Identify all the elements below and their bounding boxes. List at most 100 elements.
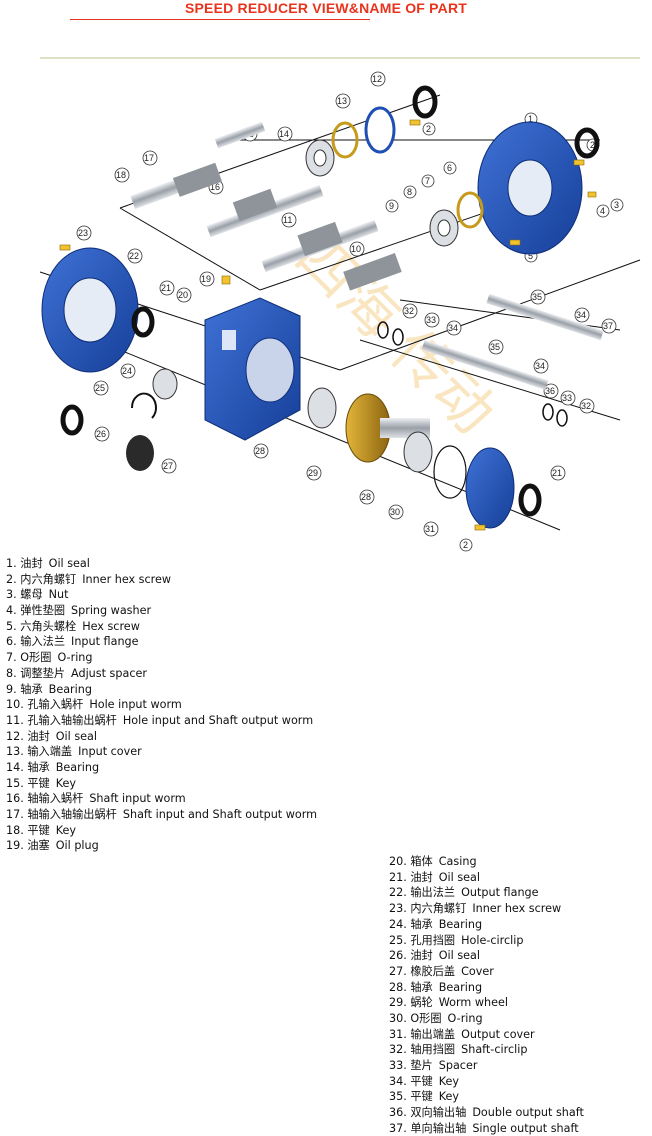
callout-32a: 32 <box>402 303 418 319</box>
callout-27: 27 <box>161 458 177 474</box>
legend-number: 1. <box>6 557 17 570</box>
callout-13: 13 <box>335 93 351 109</box>
legend-chinese-name: 油封 <box>20 557 43 570</box>
legend-english-name: Hole input and Shaft output worm <box>122 713 314 727</box>
legend-english-name: Input flange <box>71 635 139 649</box>
svg-text:13: 13 <box>337 96 347 106</box>
legend-number: 22. <box>389 886 407 900</box>
svg-text:18: 18 <box>116 170 126 180</box>
svg-text:21: 21 <box>161 283 171 293</box>
callout-32b: 32 <box>579 398 595 414</box>
svg-text:34: 34 <box>576 310 586 320</box>
legend-number: 32. <box>389 1043 407 1057</box>
legend-chinese-name: 橡胶后盖 <box>410 964 456 978</box>
legend-chinese-name: 单向输出轴 <box>410 1121 467 1135</box>
legend-number: 8. <box>6 666 17 680</box>
legend-english-name: O-ring <box>447 1011 483 1025</box>
legend-english-name: Key <box>55 776 77 790</box>
svg-text:28: 28 <box>255 446 265 456</box>
callout-34b: 34 <box>574 307 590 323</box>
svg-text:33: 33 <box>426 315 436 325</box>
legend-chinese-name: 孔输入蜗杆 <box>27 698 84 712</box>
svg-text:9: 9 <box>389 201 394 211</box>
output-cover <box>465 447 515 529</box>
callout-23: 23 <box>76 225 92 241</box>
casing <box>204 297 301 441</box>
legend-english-name: Oil plug <box>55 839 99 853</box>
svg-text:33: 33 <box>562 393 572 403</box>
callout-37: 37 <box>601 318 617 334</box>
legend-chinese-name: 油封 <box>410 949 433 963</box>
legend-chinese-name: O形圈 <box>20 651 52 665</box>
callout-19: 19 <box>199 271 215 287</box>
bearing-14 <box>305 139 335 177</box>
legend-english-name: Bearing <box>438 917 483 931</box>
svg-text:28: 28 <box>361 492 371 502</box>
bearing-28a <box>307 387 337 429</box>
svg-text:4: 4 <box>600 206 605 216</box>
legend-english-name: Oil seal <box>55 729 98 743</box>
o-rings-top <box>331 121 484 229</box>
callout-7: 7 <box>421 174 435 188</box>
bearing-9 <box>429 209 459 247</box>
callout-22: 22 <box>127 248 143 264</box>
diagram-title: SPEED REDUCER VIEW&NAME OF PART <box>184 0 468 16</box>
svg-text:35: 35 <box>532 292 542 302</box>
legend-chinese-name: 箱体 <box>410 855 433 869</box>
legend-english-name: Output cover <box>461 1027 535 1041</box>
legend-chinese-name: 平键 <box>410 1074 433 1088</box>
callout-31: 31 <box>423 521 439 537</box>
legend-english-name: Casing <box>438 855 477 869</box>
callout-labels: 1 2 3 4 5 6 7 8 9 10 11 12 13 14 15 16 1… <box>76 71 624 552</box>
legend-chinese-name: 轴用挡圈 <box>410 1043 456 1057</box>
svg-text:10: 10 <box>351 244 361 254</box>
svg-text:2: 2 <box>590 140 595 150</box>
legend-english-name: Hole-circlip <box>461 933 524 947</box>
svg-text:2: 2 <box>463 540 468 550</box>
legend-chinese-name: 输入法兰 <box>20 635 66 649</box>
svg-text:16: 16 <box>210 182 220 192</box>
legend-english-name: Shaft input worm <box>89 792 186 806</box>
legend-number: 20. <box>389 855 407 869</box>
legend-english-name: Single output shaft <box>472 1121 579 1135</box>
callout-36: 36 <box>543 383 559 399</box>
legend-chinese-name: 螺母 <box>20 588 43 602</box>
legend-number: 21. <box>389 870 407 884</box>
o-ring-30 <box>433 445 467 499</box>
svg-text:25: 25 <box>95 383 105 393</box>
legend-chinese-name: 油封 <box>27 729 50 743</box>
svg-text:30: 30 <box>390 507 400 517</box>
callout-2: 2 <box>422 122 436 136</box>
callout-35b: 35 <box>488 339 504 355</box>
legend-number: 30. <box>389 1011 407 1025</box>
legend-number: 25. <box>389 933 407 947</box>
shaft-circlips <box>377 321 568 427</box>
legend-english-name: Spacer <box>438 1059 478 1072</box>
legend-chinese-name: 孔输入轴输出蜗杆 <box>27 713 117 727</box>
input-flange <box>477 121 583 255</box>
svg-text:2: 2 <box>426 124 431 134</box>
legend-chinese-name: 输出端盖 <box>410 1027 456 1041</box>
legend-english-name: Hex screw <box>82 619 140 633</box>
legend-chinese-name: 平键 <box>27 823 50 837</box>
svg-text:11: 11 <box>283 215 292 225</box>
legend-english-name: Double output shaft <box>472 1106 584 1120</box>
callout-8: 8 <box>403 185 417 199</box>
oil-seal-12 <box>412 85 438 119</box>
